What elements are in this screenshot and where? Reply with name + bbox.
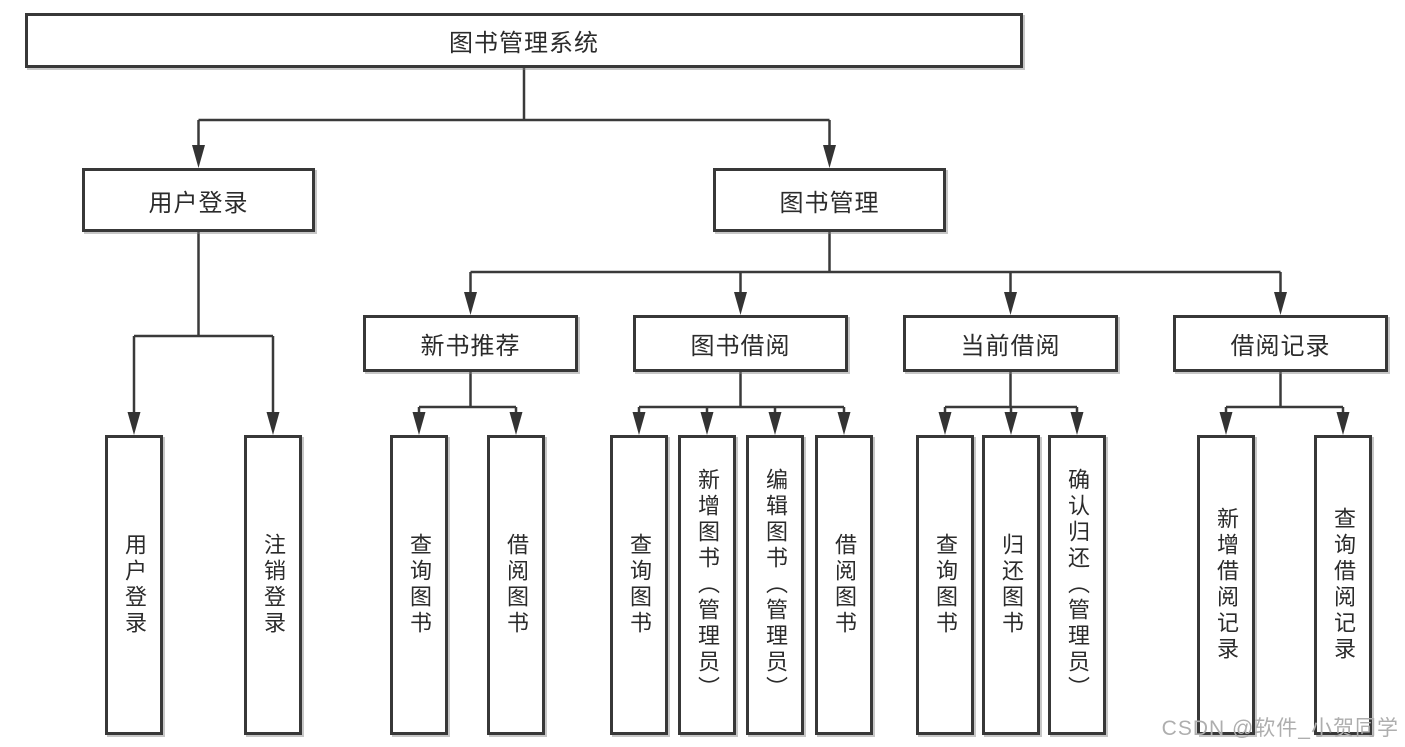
connector-root-to-level2: [192, 68, 836, 168]
node-label: 查询图书: [407, 533, 432, 637]
leaf-return-book: 归还图书: [982, 435, 1040, 735]
csdn-watermark: CSDN @软件_小贺同学: [1161, 717, 1399, 740]
node-label: 新书推荐: [420, 333, 521, 360]
node-book-borrowing: 图书借阅: [633, 315, 848, 372]
leaf-add-book-admin: 新增图书（管理员）: [678, 435, 736, 735]
arrowhead: [768, 412, 782, 435]
node-user-login: 用户登录: [82, 168, 315, 232]
connector-bookmgmt-to-level3: [464, 232, 1287, 315]
node-label: 图书管理: [779, 189, 880, 217]
node-label: 用户登录: [148, 189, 249, 217]
arrowhead: [464, 292, 477, 315]
leaf-logout: 注销登录: [244, 435, 302, 735]
arrowhead: [412, 412, 426, 435]
node-label: 借阅记录: [1230, 333, 1331, 360]
node-label: 查询图书: [933, 533, 958, 637]
connector-newbookrec-to-leaves: [412, 372, 523, 435]
leaf-query-borrow-record: 查询借阅记录: [1314, 435, 1372, 735]
node-label: 编辑图书（管理员）: [763, 468, 788, 702]
connector-currentborrow-to-leaves: [938, 372, 1084, 435]
leaf-recommend-query-book: 查询图书: [390, 435, 448, 735]
arrowhead: [938, 412, 952, 435]
node-label: 新增图书（管理员）: [695, 468, 720, 702]
arrowhead: [1004, 412, 1018, 435]
arrowhead: [837, 412, 851, 435]
arrowhead: [509, 412, 523, 435]
leaf-edit-book-admin: 编辑图书（管理员）: [746, 435, 804, 735]
node-label: 归还图书: [999, 533, 1024, 637]
node-label: 借阅图书: [504, 533, 529, 637]
node-current-borrowing: 当前借阅: [903, 315, 1118, 372]
arrowhead: [127, 412, 141, 435]
arrowhead: [734, 292, 747, 315]
node-label: 图书管理系统: [449, 30, 599, 57]
leaf-borrowing-query-book: 查询图书: [610, 435, 668, 735]
leaf-borrowing-borrow-book: 借阅图书: [815, 435, 873, 735]
connector-borrowrecord-to-leaves: [1219, 372, 1350, 435]
node-book-management: 图书管理: [713, 168, 946, 232]
arrowhead: [1274, 292, 1287, 315]
leaf-current-query-book: 查询图书: [916, 435, 974, 735]
node-label: 新增借阅记录: [1214, 507, 1239, 663]
node-borrowing-records: 借阅记录: [1173, 315, 1388, 372]
node-label: 当前借阅: [960, 333, 1061, 360]
arrowhead: [632, 412, 646, 435]
arrowhead: [192, 145, 205, 168]
connector-userlogin-to-leaves: [127, 232, 280, 435]
leaf-user-login: 用户登录: [105, 435, 163, 735]
node-library-system-root: 图书管理系统: [25, 13, 1023, 68]
arrowhead: [823, 145, 836, 168]
leaf-recommend-borrow-book: 借阅图书: [487, 435, 545, 735]
arrowhead: [266, 412, 280, 435]
node-label: 用户登录: [122, 533, 147, 637]
arrowhead: [700, 412, 714, 435]
leaf-confirm-return-admin: 确认归还（管理员）: [1048, 435, 1106, 735]
connector-bookborrow-to-leaves: [632, 372, 851, 435]
node-new-book-recommend: 新书推荐: [363, 315, 578, 372]
node-label: 借阅图书: [832, 533, 857, 637]
arrowhead: [1336, 412, 1350, 435]
leaf-add-borrow-record: 新增借阅记录: [1197, 435, 1255, 735]
arrowhead: [1070, 412, 1084, 435]
node-label: 图书借阅: [690, 333, 791, 360]
node-label: 查询借阅记录: [1331, 507, 1356, 663]
node-label: 确认归还（管理员）: [1065, 468, 1090, 702]
node-label: 查询图书: [627, 533, 652, 637]
arrowhead: [1219, 412, 1233, 435]
node-label: 注销登录: [261, 533, 286, 637]
arrowhead: [1004, 292, 1017, 315]
